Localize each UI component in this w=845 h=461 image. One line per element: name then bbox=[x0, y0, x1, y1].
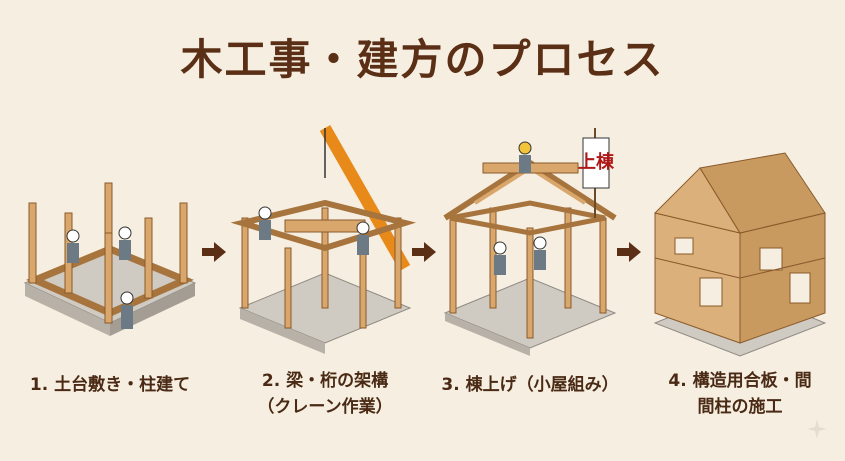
step-4-caption-line2: 間柱の施工 bbox=[697, 397, 783, 417]
arrow-right-icon bbox=[410, 240, 438, 264]
step-2-caption: 2. 梁・桁の架構 （クレーン作業） bbox=[225, 368, 425, 420]
arrow-right-icon bbox=[615, 240, 643, 264]
step-1-caption: 1. 土台敷き・柱建て bbox=[29, 375, 191, 395]
step-4-caption-line1: 4. 構造用合板・間 bbox=[668, 371, 812, 391]
worker-icon bbox=[493, 141, 547, 275]
step-3-caption: 3. 棟上げ（小屋組み） bbox=[441, 375, 619, 395]
step-4-illustration bbox=[645, 108, 835, 358]
step-3-illustration: 上棟 bbox=[435, 108, 625, 358]
worker-icon bbox=[258, 206, 370, 255]
step-4-caption: 4. 構造用合板・間 間柱の施工 bbox=[640, 368, 840, 420]
step-2-caption-line1: 2. 梁・桁の架構 bbox=[261, 371, 389, 391]
step-1-illustration bbox=[15, 108, 205, 358]
step-2-caption-line2: （クレーン作業） bbox=[257, 397, 393, 417]
worker-icon bbox=[66, 226, 134, 329]
step-2-illustration bbox=[230, 108, 420, 358]
banner-text: 上棟 bbox=[578, 151, 615, 173]
sparkle-icon bbox=[807, 419, 827, 443]
page-title: 木工事・建方のプロセス bbox=[180, 35, 665, 84]
arrow-right-icon bbox=[200, 240, 228, 264]
